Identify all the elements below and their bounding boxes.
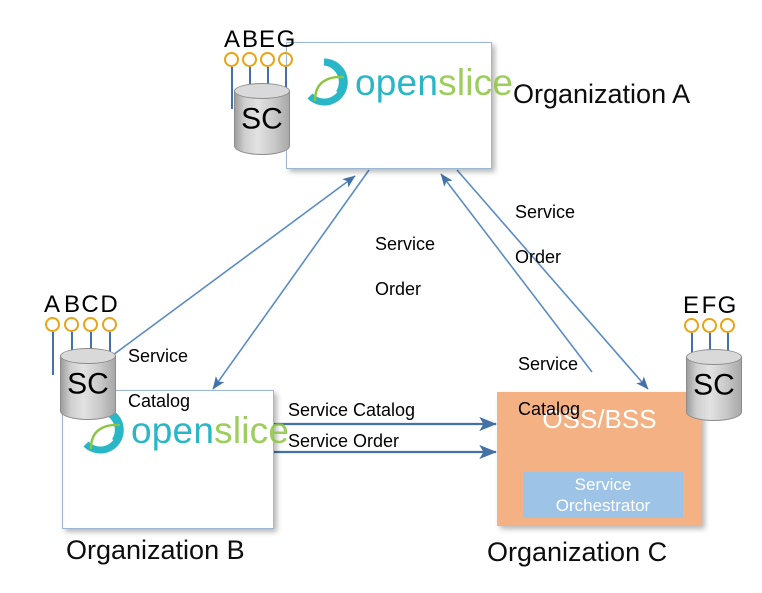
org-a-node-letter-3: G bbox=[276, 26, 296, 53]
cylinder-top bbox=[60, 348, 116, 364]
org-b-node-ring-3 bbox=[102, 317, 117, 332]
org-a-node-ring-2 bbox=[260, 52, 275, 67]
org-b-node-stem-0 bbox=[52, 332, 54, 375]
org-a-node-ring-1 bbox=[242, 52, 257, 67]
cylinder-body bbox=[234, 91, 290, 155]
edge-label-line1: Service bbox=[518, 353, 579, 374]
org-b-service-catalog-cylinder[interactable]: SC bbox=[60, 348, 116, 420]
org-b-label: Organization B bbox=[66, 535, 245, 565]
org-c-box[interactable]: OSS/BSS Service Orchestrator bbox=[497, 392, 702, 526]
cylinder-body bbox=[686, 357, 742, 421]
edge-label-service-order-bc: Service Order bbox=[288, 431, 400, 451]
arrow-a-to-b bbox=[212, 169, 370, 390]
edge-label-line1: Service bbox=[515, 201, 576, 222]
logo-text-slice: slice bbox=[438, 61, 514, 103]
edge-label-line2: Order bbox=[515, 246, 562, 267]
service-orchestrator-box[interactable]: Service Orchestrator bbox=[523, 472, 683, 518]
edge-label-service-catalog-bc: Service Catalog bbox=[288, 400, 416, 420]
org-b-catalog-label: SC bbox=[67, 367, 109, 401]
org-a-node-letter-0: A bbox=[223, 26, 240, 53]
service-orchestrator-line2: Orchestrator bbox=[555, 496, 651, 515]
edge-label-line1: Service bbox=[375, 233, 436, 254]
org-c-node-letter-2: G bbox=[717, 292, 737, 319]
org-a-catalog-label: SC bbox=[241, 102, 283, 136]
org-a-openslice-logo: openslice bbox=[299, 57, 513, 107]
org-b-node-ring-0 bbox=[45, 317, 60, 332]
logo-text-open: open bbox=[131, 409, 215, 451]
edge-label-service-order-c-a: Service Order bbox=[515, 178, 575, 291]
cylinder-top bbox=[686, 349, 742, 365]
openslice-mark-icon bbox=[307, 58, 348, 106]
org-a-service-catalog-cylinder[interactable]: SC bbox=[234, 83, 290, 155]
org-c-node-letter-0: E bbox=[682, 292, 699, 319]
org-a-node-letter-2: E bbox=[258, 26, 275, 53]
org-b-node-letter-0: A bbox=[43, 291, 60, 318]
org-b-catalog-group: A B C D SC bbox=[36, 291, 146, 420]
org-a-node-stem-0 bbox=[231, 67, 233, 109]
org-c-node-ring-2 bbox=[720, 318, 735, 333]
org-a-node-ring-0 bbox=[224, 52, 239, 67]
org-b-logo-text: openslice bbox=[131, 412, 289, 449]
org-c-catalog-group: E F G SC bbox=[677, 292, 757, 421]
edge-label-line2: Order bbox=[375, 278, 422, 299]
org-a-node-ring-3 bbox=[278, 52, 293, 67]
org-a-catalog-group: A B E G SC bbox=[216, 26, 306, 155]
logo-text-open: open bbox=[355, 61, 439, 103]
org-a-box[interactable]: openslice bbox=[286, 42, 513, 169]
org-a-label: Organization A bbox=[513, 79, 691, 109]
org-b-node-letter-1: B bbox=[63, 291, 80, 318]
org-a-logo-text: openslice bbox=[355, 64, 513, 101]
edge-label-service-catalog-b-a: Service Catalog bbox=[128, 322, 190, 435]
org-c-node-letter-1: F bbox=[701, 292, 717, 319]
edge-label-line2: Catalog bbox=[518, 398, 581, 419]
org-b-node-letter-2: C bbox=[81, 291, 99, 318]
edge-label-service-order-a-b: Service Order bbox=[375, 210, 435, 323]
edge-label-service-catalog-a-c: Service Catalog bbox=[518, 330, 580, 443]
logo-text-slice: slice bbox=[214, 409, 290, 451]
org-c-label: Organization C bbox=[487, 537, 668, 567]
org-b-node-letter-3: D bbox=[100, 291, 118, 318]
edge-label-line2: Catalog bbox=[128, 390, 191, 411]
cylinder-top bbox=[234, 83, 290, 99]
service-orchestrator-line1: Service bbox=[574, 474, 632, 494]
org-c-catalog-label: SC bbox=[693, 368, 735, 402]
org-c-node-ring-1 bbox=[702, 318, 717, 333]
org-c-service-catalog-cylinder[interactable]: SC bbox=[686, 349, 742, 421]
edge-label-line1: Service bbox=[128, 345, 189, 366]
org-a-node-letter-1: B bbox=[241, 26, 258, 53]
org-b-node-ring-1 bbox=[64, 317, 79, 332]
org-b-node-ring-2 bbox=[83, 317, 98, 332]
org-c-system-title: OSS/BSS bbox=[542, 404, 657, 434]
org-c-node-ring-0 bbox=[684, 318, 699, 333]
